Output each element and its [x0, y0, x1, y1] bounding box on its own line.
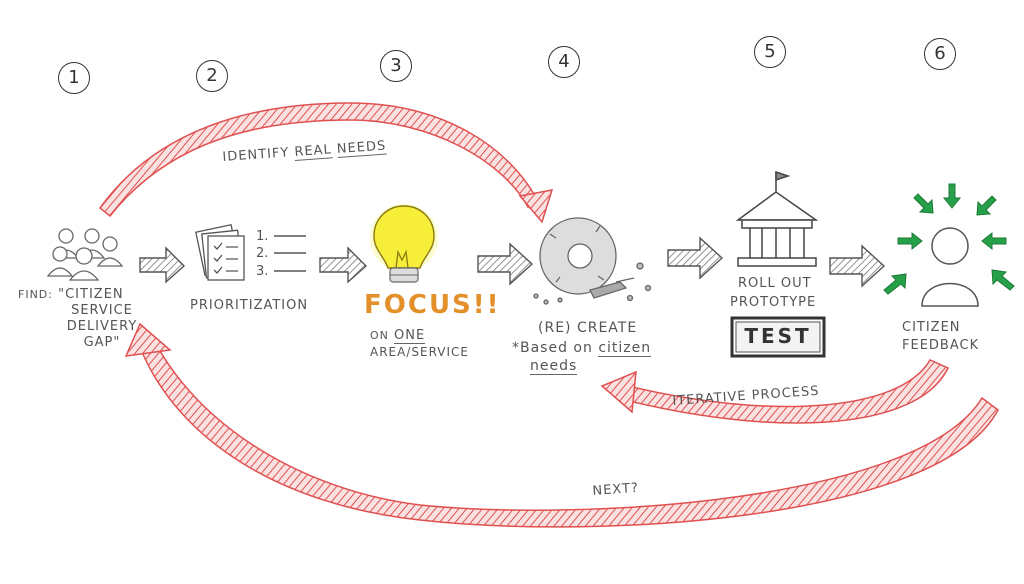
focus-sub-prefix: ON: [370, 329, 389, 342]
focus-sub-line2: AREA/SERVICE: [370, 345, 469, 359]
focus-subtitle: ON ONE AREA/SERVICE: [370, 328, 469, 360]
test-badge: TEST: [744, 324, 812, 348]
find-prefix: FIND:: [18, 288, 53, 301]
step-1-label: FIND: "CITIZEN: [18, 287, 124, 303]
roll-out-label: ROLL OUT: [738, 276, 812, 291]
identify-real: REAL: [293, 142, 333, 161]
step-number-2: 2: [196, 60, 228, 92]
flow-arrow-1: [139, 246, 186, 284]
flow-arrow-4: [667, 236, 724, 280]
checklist-icon: [195, 223, 245, 281]
feedback-arrows: [883, 183, 1015, 295]
find-line-2: SERVICE: [71, 303, 133, 318]
government-building-icon: [735, 170, 819, 267]
iterative-arrowhead: [600, 370, 637, 414]
identify-needs-arrowhead: [518, 189, 554, 224]
step-number-5: 5: [754, 36, 786, 68]
find-line-1: "CITIZEN: [58, 287, 124, 302]
based-on-line: *Based on citizen: [512, 340, 652, 357]
find-line-3: DELIVERY: [66, 319, 138, 334]
priority-list-lines: [274, 235, 306, 272]
flow-arrow-3: [477, 242, 534, 286]
identify-needs-arc: [98, 102, 542, 218]
person-icon: [921, 227, 979, 307]
step-number-4: 4: [548, 46, 580, 78]
flow-arrows: [139, 236, 886, 288]
citizen-label: CITIZEN: [902, 320, 961, 335]
flow-arrow-5: [829, 244, 886, 288]
next-label: NEXT?: [592, 480, 640, 499]
focus-sub-emphasis: ONE: [394, 328, 426, 344]
priority-mark-2: 2.: [256, 246, 268, 261]
priority-mark-3: 3.: [256, 264, 268, 279]
prioritization-label: PRIORITIZATION: [190, 298, 309, 313]
priority-mark-1: 1.: [256, 229, 268, 244]
feedback-label: FEEDBACK: [902, 338, 980, 353]
based-on-prefix: *Based on: [512, 340, 593, 356]
step-number-1: 1: [58, 62, 90, 94]
people-group-icon: [46, 228, 124, 281]
based-on-emphasis: citizen: [598, 340, 652, 357]
broken-wheel-icon: [533, 217, 652, 305]
prototype-label: PROTOTYPE: [730, 295, 817, 310]
focus-title: FOCUS!!: [364, 290, 501, 320]
flow-arrow-2: [319, 246, 368, 284]
find-line-4: GAP": [83, 335, 121, 350]
needs-word: needs: [530, 358, 578, 375]
lightbulb-icon: [370, 204, 438, 283]
step-number-6: 6: [924, 38, 956, 70]
step-1-label-rest: SERVICE DELIVERY GAP": [62, 303, 142, 351]
step-number-3: 3: [380, 50, 412, 82]
next-arrowhead: [124, 322, 172, 357]
recreate-label: (RE) CREATE: [538, 320, 638, 336]
test-badge-frame: [730, 316, 826, 358]
